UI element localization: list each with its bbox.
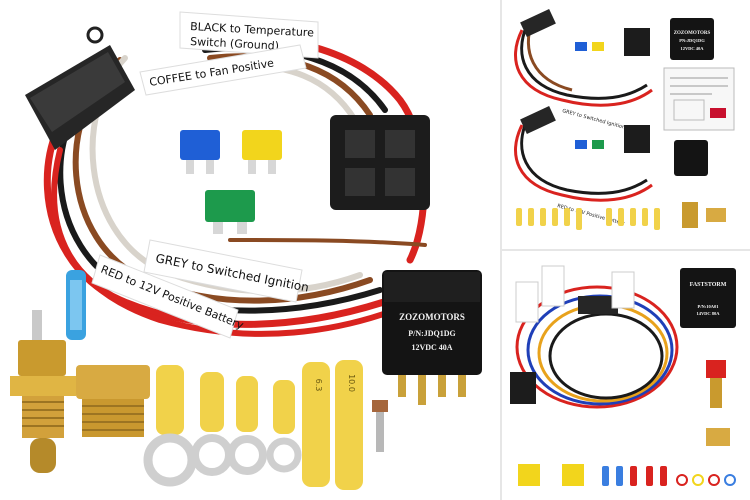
temperature-switch bbox=[682, 202, 698, 228]
label-black-line2: Switch (Ground) bbox=[190, 35, 279, 53]
relay-part-number: P/N:10A01 bbox=[698, 304, 720, 309]
inline-fuse-holder bbox=[25, 26, 135, 150]
relay-part-number: PN:JDQ1DG bbox=[679, 38, 705, 43]
relay bbox=[674, 140, 708, 176]
thumbnail-illustration: ZOZOMOTORS PN:JDQ1DG 12VDC 40A GREY to S… bbox=[514, 8, 735, 230]
ring-terminal bbox=[227, 376, 267, 475]
relay: ZOZOMOTORS P/N:JDQ1DG 12VDC 40A bbox=[382, 270, 482, 405]
connector-label: 10.0 bbox=[347, 374, 356, 392]
label-black-line1: BLACK to Temperature bbox=[190, 20, 315, 39]
instruction-sheet bbox=[663, 67, 735, 131]
main-product-photo: BLACK to Temperature Switch (Ground) COF… bbox=[10, 11, 482, 490]
relay-rating: 14VDC 80A bbox=[696, 311, 720, 316]
blue-fuse bbox=[575, 42, 587, 51]
ring-terminal bbox=[266, 380, 302, 473]
connector-label: 6.3 bbox=[314, 379, 323, 392]
fuse-pack bbox=[518, 464, 584, 486]
relay-socket bbox=[330, 115, 430, 210]
blue-fuse bbox=[180, 130, 220, 174]
blue-fuse bbox=[575, 140, 587, 149]
relay-brand: FASTSTORM bbox=[690, 282, 727, 288]
thumbnail-kit-contents[interactable]: ZOZOMOTORS PN:JDQ1DG 12VDC 40A GREY to S… bbox=[502, 0, 750, 248]
relay-socket bbox=[510, 372, 536, 404]
label-tag-black: BLACK to Temperature Switch (Ground) bbox=[179, 11, 319, 59]
brass-adapter bbox=[706, 208, 726, 222]
ring-terminals bbox=[143, 365, 302, 487]
inline-fuse-holder bbox=[578, 296, 618, 314]
ring-terminal bbox=[191, 372, 233, 476]
brass-adapter bbox=[76, 365, 150, 437]
relay-part-number: P/N:JDQ1DG bbox=[408, 329, 456, 338]
relay-rating: 12VDC 40A bbox=[411, 343, 452, 352]
ring-terminal bbox=[143, 365, 197, 487]
relay-rating: 12VDC 40A bbox=[680, 46, 704, 51]
relay-brand: ZOZOMOTORS bbox=[674, 31, 711, 36]
mounting-screw bbox=[372, 400, 388, 452]
butt-connector: 10.0 bbox=[335, 360, 363, 490]
relay: FASTSTORM P/N:10A01 14VDC 80A bbox=[680, 268, 736, 328]
harness-copy bbox=[514, 105, 653, 202]
label-tag bbox=[515, 265, 635, 323]
relay: ZOZOMOTORS PN:JDQ1DG 12VDC 40A bbox=[670, 18, 714, 60]
temperature-switch bbox=[10, 310, 76, 473]
temperature-switch bbox=[706, 360, 730, 446]
thumbnail-illustration: FASTSTORM P/N:10A01 14VDC 80A bbox=[510, 265, 736, 486]
thumbnail-alternate-kit[interactable]: FASTSTORM P/N:10A01 14VDC 80A bbox=[502, 252, 750, 500]
green-fuse bbox=[592, 140, 604, 149]
label-tag-coffee: COFFEE to Fan Positive bbox=[139, 44, 307, 96]
yellow-fuse bbox=[242, 130, 282, 174]
green-fuse bbox=[205, 190, 255, 234]
panel-divider bbox=[500, 0, 502, 500]
yellow-fuse bbox=[592, 42, 604, 51]
butt-connector: 6.3 bbox=[302, 362, 330, 487]
blue-butt-connector bbox=[66, 270, 86, 340]
connector-row bbox=[516, 208, 660, 230]
harness-copy bbox=[514, 8, 653, 107]
panel-divider bbox=[502, 249, 750, 251]
connector-row bbox=[602, 466, 736, 486]
wiring-harness-illustration: BLACK to Temperature Switch (Ground) COF… bbox=[10, 11, 482, 490]
relay-brand: ZOZOMOTORS bbox=[399, 312, 465, 322]
label-grey: GREY to Switched Ignition bbox=[561, 108, 625, 131]
